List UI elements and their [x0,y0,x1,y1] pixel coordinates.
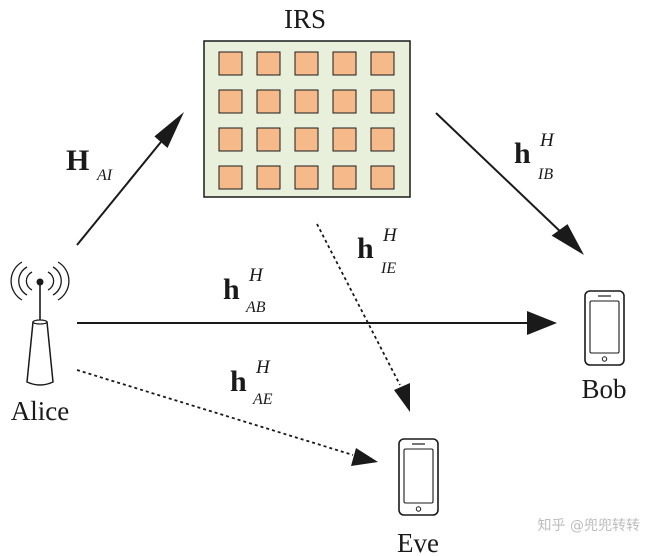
irs-element [332,165,357,190]
irs-element [256,51,281,76]
eve-label: Eve [397,528,439,556]
watermark: 知乎 @兜兜转转 [538,517,640,534]
svg-text:H: H [539,130,555,151]
irs-label: IRS [284,4,326,34]
svg-text:IB: IB [537,166,553,183]
base-station-icon [10,261,70,386]
svg-text:h: h [514,137,531,170]
arrowhead-icon [394,383,410,412]
irs-element [332,127,357,152]
irs-element [294,165,319,190]
irs-element [332,89,357,114]
irs-element [370,127,395,152]
svg-text:h: h [357,232,374,265]
irs-element [256,165,281,190]
arrowhead-icon [551,224,584,255]
irs-element [218,165,243,190]
irs-element [370,89,395,114]
arrowhead-icon [154,112,184,148]
irs-element [256,89,281,114]
link-alice-eve [76,369,378,466]
label-h-ai: H AI [66,144,113,184]
arrowhead-icon [351,448,378,466]
irs-element [256,127,281,152]
svg-text:H: H [248,265,264,286]
link-alice-irs [76,112,184,246]
svg-text:H: H [255,357,271,378]
irs-element [370,165,395,190]
smartphone-icon [584,290,625,366]
link-irs-bob [435,112,584,255]
svg-text:h: h [230,365,247,398]
irs-element [218,89,243,114]
arrowhead-icon [527,311,557,335]
label-h-ie: h H IE [357,225,398,277]
irs-element [370,51,395,76]
irs-element [294,51,319,76]
bob-label: Bob [581,374,626,404]
svg-text:H: H [382,225,398,246]
irs-element [218,51,243,76]
link-irs-eve [316,223,410,412]
svg-text:h: h [223,273,240,306]
svg-text:H: H [66,144,89,177]
alice-label: Alice [11,396,69,426]
irs-element [218,127,243,152]
svg-text:AB: AB [245,299,266,316]
svg-text:AE: AE [252,391,273,408]
svg-text:AI: AI [96,167,113,184]
irs-panel [203,40,411,198]
smartphone-icon [398,438,439,516]
svg-text:IE: IE [380,260,396,277]
label-h-ab: h H AB [223,265,266,316]
label-h-ae: h H AE [230,357,273,408]
irs-element [294,89,319,114]
irs-element [294,127,319,152]
link-alice-bob [77,311,557,335]
label-h-ib: h H IB [514,130,555,183]
irs-element [332,51,357,76]
